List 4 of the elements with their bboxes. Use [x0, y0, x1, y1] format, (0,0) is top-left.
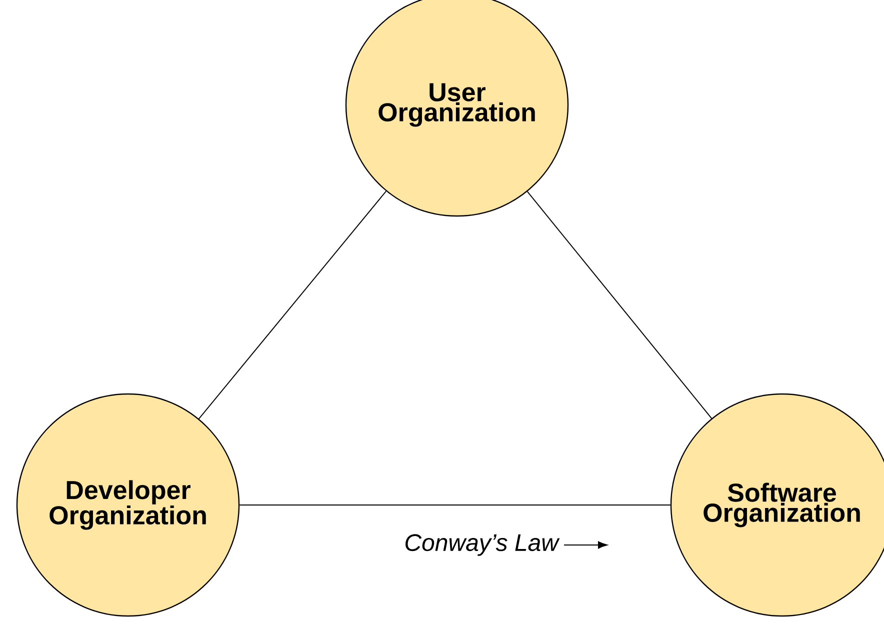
- law-label: Conway’s Law: [406, 534, 560, 556]
- connector-line: [198, 190, 387, 420]
- connector-line: [526, 191, 712, 419]
- connector-line: [239, 504, 671, 506]
